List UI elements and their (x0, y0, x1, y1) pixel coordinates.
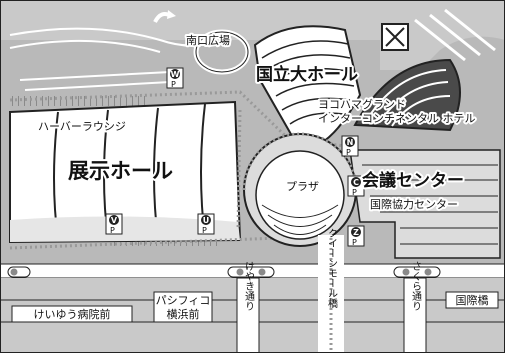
pedestrian-walkways (9, 90, 371, 250)
south-plaza-ring (193, 29, 251, 75)
stop-sign-kokusaibashi[interactable]: 国際橋 (445, 291, 499, 309)
marker-letter-v: V (111, 216, 118, 225)
parking-marker-icon: P (352, 188, 357, 197)
marker-letter-n: N (347, 138, 354, 147)
bus-stop-icon[interactable] (7, 266, 31, 278)
stop-label-pacifico-line1: パシフィコ (156, 294, 211, 307)
waterfront-area (0, 0, 505, 70)
label-hotel-line1: ヨコハマグランド (318, 97, 406, 111)
stop-sign-pacifico[interactable]: パシフィコ 横浜前 (153, 291, 213, 323)
street-queen-mall: クイーンモール橋 (326, 228, 338, 309)
stop-label-kokusaibashi: 国際橋 (456, 293, 489, 307)
label-hotel-line2: インターコンチネンタル ホテル (318, 112, 476, 125)
parking-strip (112, 238, 222, 246)
marker-letter-z: Z (353, 228, 359, 237)
marker-letter-c: C (353, 178, 359, 187)
keyaki-street (236, 277, 260, 353)
label-harbor-lounge: ハーバーラウンジ (38, 120, 126, 133)
street-sakura: さくら通り (410, 261, 422, 311)
turn-arrow-icon (153, 10, 176, 23)
label-plaza: プラザ (286, 180, 319, 193)
parking-marker-z[interactable]: Z P (347, 225, 365, 247)
parking-marker-v[interactable]: V P (105, 213, 123, 235)
label-south-plaza: 南口広場 (186, 34, 230, 47)
parking-strip (10, 96, 150, 106)
label-national-hall: 国立大ホール (256, 64, 358, 85)
marker-letter-w: W (171, 70, 180, 79)
bus-stop-icon[interactable] (393, 266, 441, 278)
sakura-street (403, 277, 427, 353)
parking-marker-icon: P (346, 148, 351, 157)
north-walkways (9, 27, 211, 91)
label-exhibition-hall: 展示ホール (68, 159, 173, 183)
parking-marker-c[interactable]: C P (347, 175, 365, 197)
parking-marker-u[interactable]: U P (197, 213, 215, 235)
plaza-circle (242, 132, 358, 247)
stop-sign-keiyu-hospital[interactable]: けいゆう病院前 (11, 305, 133, 323)
stop-label-keiyu-hospital: けいゆう病院前 (34, 307, 111, 321)
label-conference-center: 会議センター (362, 170, 464, 191)
hotel-building (353, 58, 461, 132)
gate-icon (381, 23, 409, 51)
stop-label-pacifico-line2: 横浜前 (167, 307, 200, 321)
street-keyaki: けやき通り (243, 261, 255, 311)
conference-center-building (349, 149, 501, 259)
parking-marker-icon: P (110, 226, 115, 235)
bus-stop-icon[interactable] (227, 266, 275, 278)
parking-marker-icon: P (352, 238, 357, 247)
marker-letter-u: U (203, 216, 210, 225)
label-intl-conference: 国際協力センター (370, 198, 458, 211)
parking-marker-w[interactable]: W P (166, 67, 184, 89)
diagonal-walkways (414, 8, 496, 62)
parking-marker-icon: P (171, 80, 176, 89)
parking-marker-icon: P (202, 226, 207, 235)
parking-marker-n[interactable]: N P (341, 135, 359, 157)
